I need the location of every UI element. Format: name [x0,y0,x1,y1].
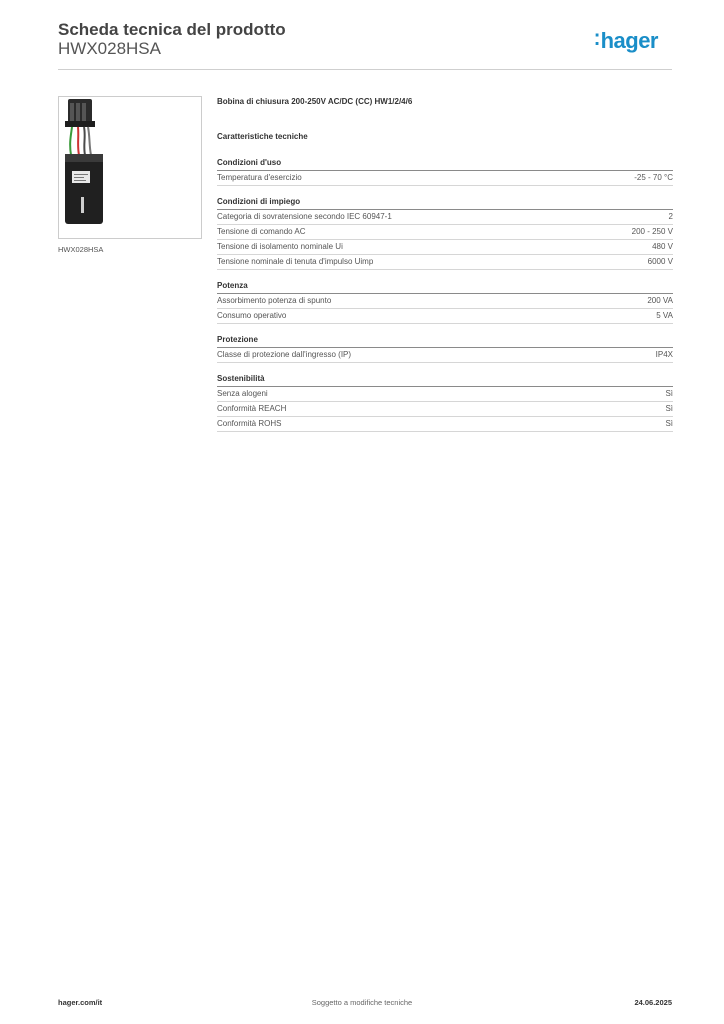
spec-row: Categoria di sovratensione secondo IEC 6… [217,210,673,225]
spec-label: Consumo operativo [217,311,287,320]
spec-group-title: Sostenibilità [217,372,673,387]
spec-row: Temperatura d'esercizio -25 - 70 °C [217,171,673,186]
specs-heading: Caratteristiche tecniche [217,132,308,141]
spec-row: Assorbimento potenza di spunto 200 VA [217,294,673,309]
spec-row: Tensione di isolamento nominale Ui 480 V [217,240,673,255]
logo-dots-icon: ⁚ [594,32,600,49]
logo-text: hager [600,28,659,53]
hager-logo[interactable]: ⁚hager [594,28,659,54]
closing-coil-illustration [65,99,103,224]
spec-label: Conformità ROHS [217,419,282,428]
spec-label: Classe di protezione dall'ingresso (IP) [217,350,352,359]
product-description: Bobina di chiusura 200-250V AC/DC (CC) H… [217,97,413,106]
footer-website-link[interactable]: hager.com/it [58,998,103,1007]
spec-label: Tensione di isolamento nominale Ui [217,242,343,251]
spec-label: Tensione di comando AC [217,227,306,236]
spec-label: Temperatura d'esercizio [217,173,302,182]
spec-group-title: Condizioni d'uso [217,156,673,171]
footer-notice: Soggetto a modifiche tecniche [311,998,413,1007]
spec-value: 200 VA [647,296,673,305]
spec-row: Senza alogeni Sì [217,387,673,402]
spec-value: Sì [665,404,673,413]
spec-row: Tensione nominale di tenuta d'impulso Ui… [217,255,673,270]
spec-value: 200 - 250 V [631,227,673,236]
spec-label: Conformità REACH [217,404,287,413]
spec-row: Conformità ROHS Sì [217,417,673,432]
spec-row: Conformità REACH Sì [217,402,673,417]
footer-date: 24.06.2025 [634,998,672,1007]
spec-label: Tensione nominale di tenuta d'impulso Ui… [217,257,374,266]
product-image-caption: HWX028HSA [58,245,104,254]
spec-label: Categoria di sovratensione secondo IEC 6… [217,212,392,221]
page-title: Scheda tecnica del prodotto [58,20,286,39]
spec-value: IP4X [655,350,673,359]
product-image [58,96,202,239]
spec-label: Assorbimento potenza di spunto [217,296,332,305]
spec-value: Sì [665,419,673,428]
spec-value: 2 [668,212,673,221]
spec-content: Bobina di chiusura 200-250V AC/DC (CC) H… [217,96,673,441]
spec-row: Classe di protezione dall'ingresso (IP) I… [217,348,673,363]
spec-value: 6000 V [647,257,673,266]
spec-group-title: Condizioni di impiego [217,195,673,210]
spec-group-title: Protezione [217,333,673,348]
spec-label: Senza alogeni [217,389,268,398]
spec-row: Consumo operativo 5 VA [217,309,673,324]
header-divider [58,69,672,70]
spec-value: 5 VA [656,311,673,320]
spec-value: 480 V [652,242,673,251]
spec-row: Tensione di comando AC 200 - 250 V [217,225,673,240]
product-code: HWX028HSA [58,39,161,58]
spec-value: -25 - 70 °C [634,173,673,182]
spec-value: Sì [665,389,673,398]
spec-group-title: Potenza [217,279,673,294]
